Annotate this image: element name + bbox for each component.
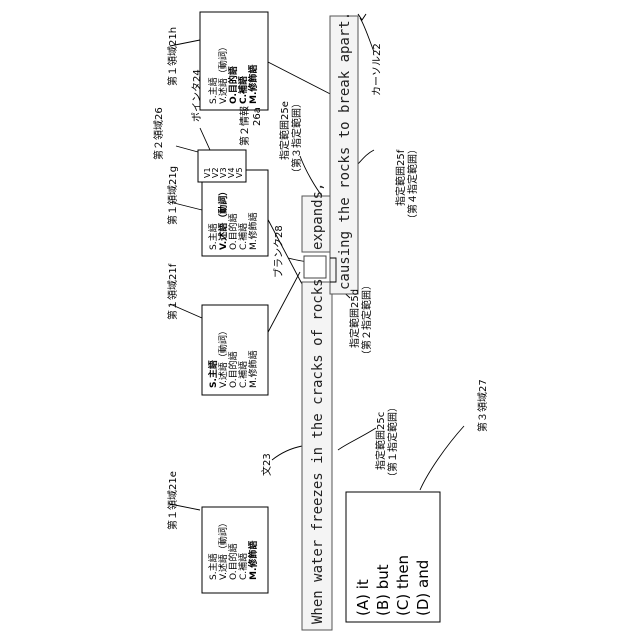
role-item-o[interactable]: O.目的語 (227, 66, 239, 104)
role-item-s[interactable]: S.主語 (207, 360, 219, 388)
leader-sentence23 (272, 446, 302, 460)
role-item-v[interactable]: V.述語（動詞） (217, 187, 229, 250)
first-region-21f: S.主語 V.述語（動詞） O.目的語 C.補語 M.修飾語 (202, 305, 268, 395)
role-item-c[interactable]: C.補語 (237, 361, 249, 388)
role-item-m[interactable]: M.修飾語 (247, 541, 259, 580)
label-info-26a-line1: 第２情報 (238, 106, 251, 146)
label-range-25e-line1: 指定範囲25e (278, 101, 291, 160)
third-region-27: (A) it (B) but (C) then (D) and (346, 492, 440, 622)
leader-region27 (420, 426, 464, 490)
role-item-o[interactable]: O.目的語 (227, 543, 239, 580)
cursor-22[interactable] (358, 14, 366, 20)
label-region-27: 第３領域27 (476, 379, 489, 432)
label-range-25e-line2: （第３指定範囲） (290, 98, 303, 178)
leader-box-f-to-sentence (266, 272, 300, 336)
label-range-25d-line1: 指定範囲25d (348, 289, 361, 348)
leader-range25c (338, 428, 376, 450)
label-region-21g: 第１領域21g (166, 166, 179, 225)
role-item-o[interactable]: O.目的語 (227, 213, 239, 250)
role-item-m[interactable]: M.修飾語 (247, 65, 259, 104)
sentence-segment-3: causing the rocks to break apart. (337, 12, 353, 290)
role-item-v[interactable]: V.述語（動詞） (217, 326, 229, 388)
label-region-21e: 第１領域21e (166, 471, 179, 530)
role-item-s[interactable]: S.主語 (207, 553, 219, 580)
leader-region26 (176, 146, 198, 152)
label-range-25d-line2: （第２指定範囲） (360, 280, 373, 360)
choice-c[interactable]: (C) then (394, 555, 412, 616)
role-item-s[interactable]: S.主語 (207, 223, 219, 250)
first-region-21e: S.主語 V.述語（動詞） O.目的語 C.補語 M.修飾語 (202, 507, 268, 593)
role-item-c[interactable]: C.補語 (237, 553, 249, 580)
label-range-25f-line2: （第４指定範囲） (406, 144, 419, 224)
role-item-c[interactable]: C.補語 (237, 223, 249, 250)
label-range-25c-line2: （第１指定範囲） (386, 402, 399, 482)
first-region-21h: S.主語 V.述語（動詞） O.目的語 C.補語 M.修飾語 (200, 12, 268, 110)
choice-a[interactable]: (A) it (354, 579, 372, 616)
label-blank-28: ブランク28 (272, 225, 285, 278)
label-range-25c-line1: 指定範囲25c (374, 412, 387, 470)
second-region-26: V1 V2 V3 V4 V5 (198, 150, 246, 182)
role-item-s[interactable]: S.主語 (207, 77, 219, 104)
choice-d[interactable]: (D) and (414, 560, 432, 616)
label-sentence-23: 文23 (260, 453, 273, 476)
leader-pointer24 (200, 128, 210, 150)
leader-range25f (356, 150, 374, 166)
role-item-c[interactable]: C.補語 (237, 76, 249, 104)
cursor-icon (358, 14, 366, 20)
role-item-o[interactable]: O.目的語 (227, 351, 239, 388)
label-info-26a-line2: 26a (252, 107, 263, 126)
role-item-v[interactable]: V.述語（動詞） (217, 518, 229, 580)
label-region-21f: 第１領域21f (166, 263, 179, 320)
role-item-v[interactable]: V.述語（動詞） (217, 42, 229, 104)
role-item-m[interactable]: M.修飾語 (247, 212, 259, 250)
sentence-segment-2: expands, (310, 183, 326, 250)
label-cursor-22: カーソル22 (371, 43, 383, 96)
v-option-5[interactable]: V5 (235, 167, 244, 178)
sentence-segment-1: When water freezes in the cracks of rock… (310, 270, 326, 624)
first-region-21g: S.主語 V.述語（動詞） O.目的語 C.補語 M.修飾語 (202, 170, 268, 256)
label-range-25f-line1: 指定範囲25f (394, 149, 407, 206)
label-pointer-24: ポインタ24 (191, 69, 203, 122)
role-item-m[interactable]: M.修飾語 (247, 350, 259, 388)
choice-b[interactable]: (B) but (374, 564, 392, 616)
label-region-26: 第２領域26 (152, 107, 165, 160)
blank-28[interactable] (304, 256, 326, 278)
label-region-21h: 第１領域21h (166, 27, 179, 86)
